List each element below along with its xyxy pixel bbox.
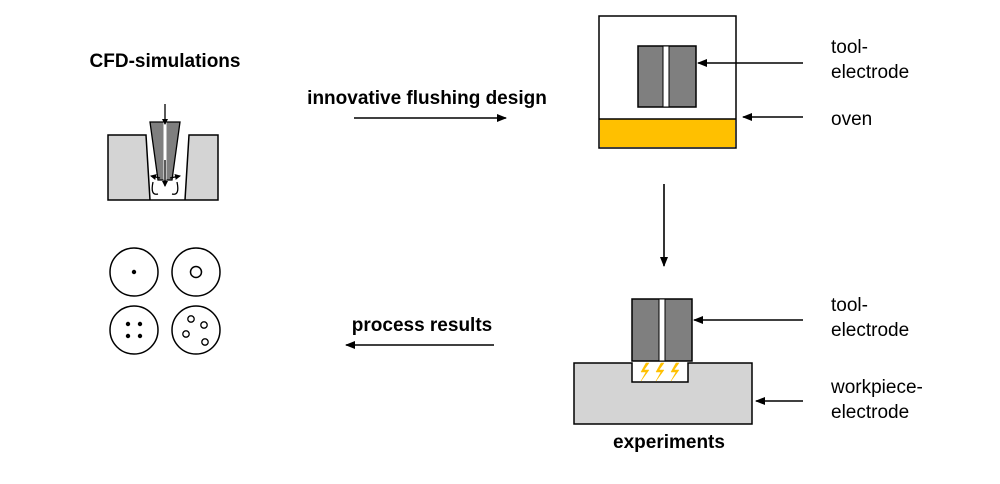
tool-electrode-bottom — [631, 298, 693, 362]
cfd-title: CFD-simulations — [90, 51, 241, 72]
spark-icons — [640, 362, 680, 382]
flushing-pattern-four-points — [109, 305, 159, 355]
workpiece-label-2: electrode — [831, 402, 909, 423]
process-results-label: process results — [352, 315, 492, 336]
flushing-pattern-four-holes — [171, 305, 221, 355]
cfd-cross-section — [107, 104, 219, 201]
tool-top-label-1: tool- — [831, 37, 868, 58]
flushing-pattern-single-hole — [171, 247, 221, 297]
oven-label: oven — [831, 109, 872, 130]
tool-top-label-2: electrode — [831, 62, 909, 83]
flushing-pattern-single-point — [109, 247, 159, 297]
workpiece-electrode — [573, 362, 753, 425]
flushing-design-label: innovative flushing design — [307, 88, 547, 109]
oven — [600, 119, 735, 147]
tool-bottom-label-2: electrode — [831, 320, 909, 341]
workpiece-label-1: workpiece- — [830, 377, 923, 398]
tool-bottom-label-1: tool- — [831, 295, 868, 316]
experiments-label: experiments — [613, 432, 725, 453]
tool-electrode-top — [637, 45, 697, 108]
experiment-setup — [573, 298, 753, 425]
oven-setup — [598, 15, 737, 149]
